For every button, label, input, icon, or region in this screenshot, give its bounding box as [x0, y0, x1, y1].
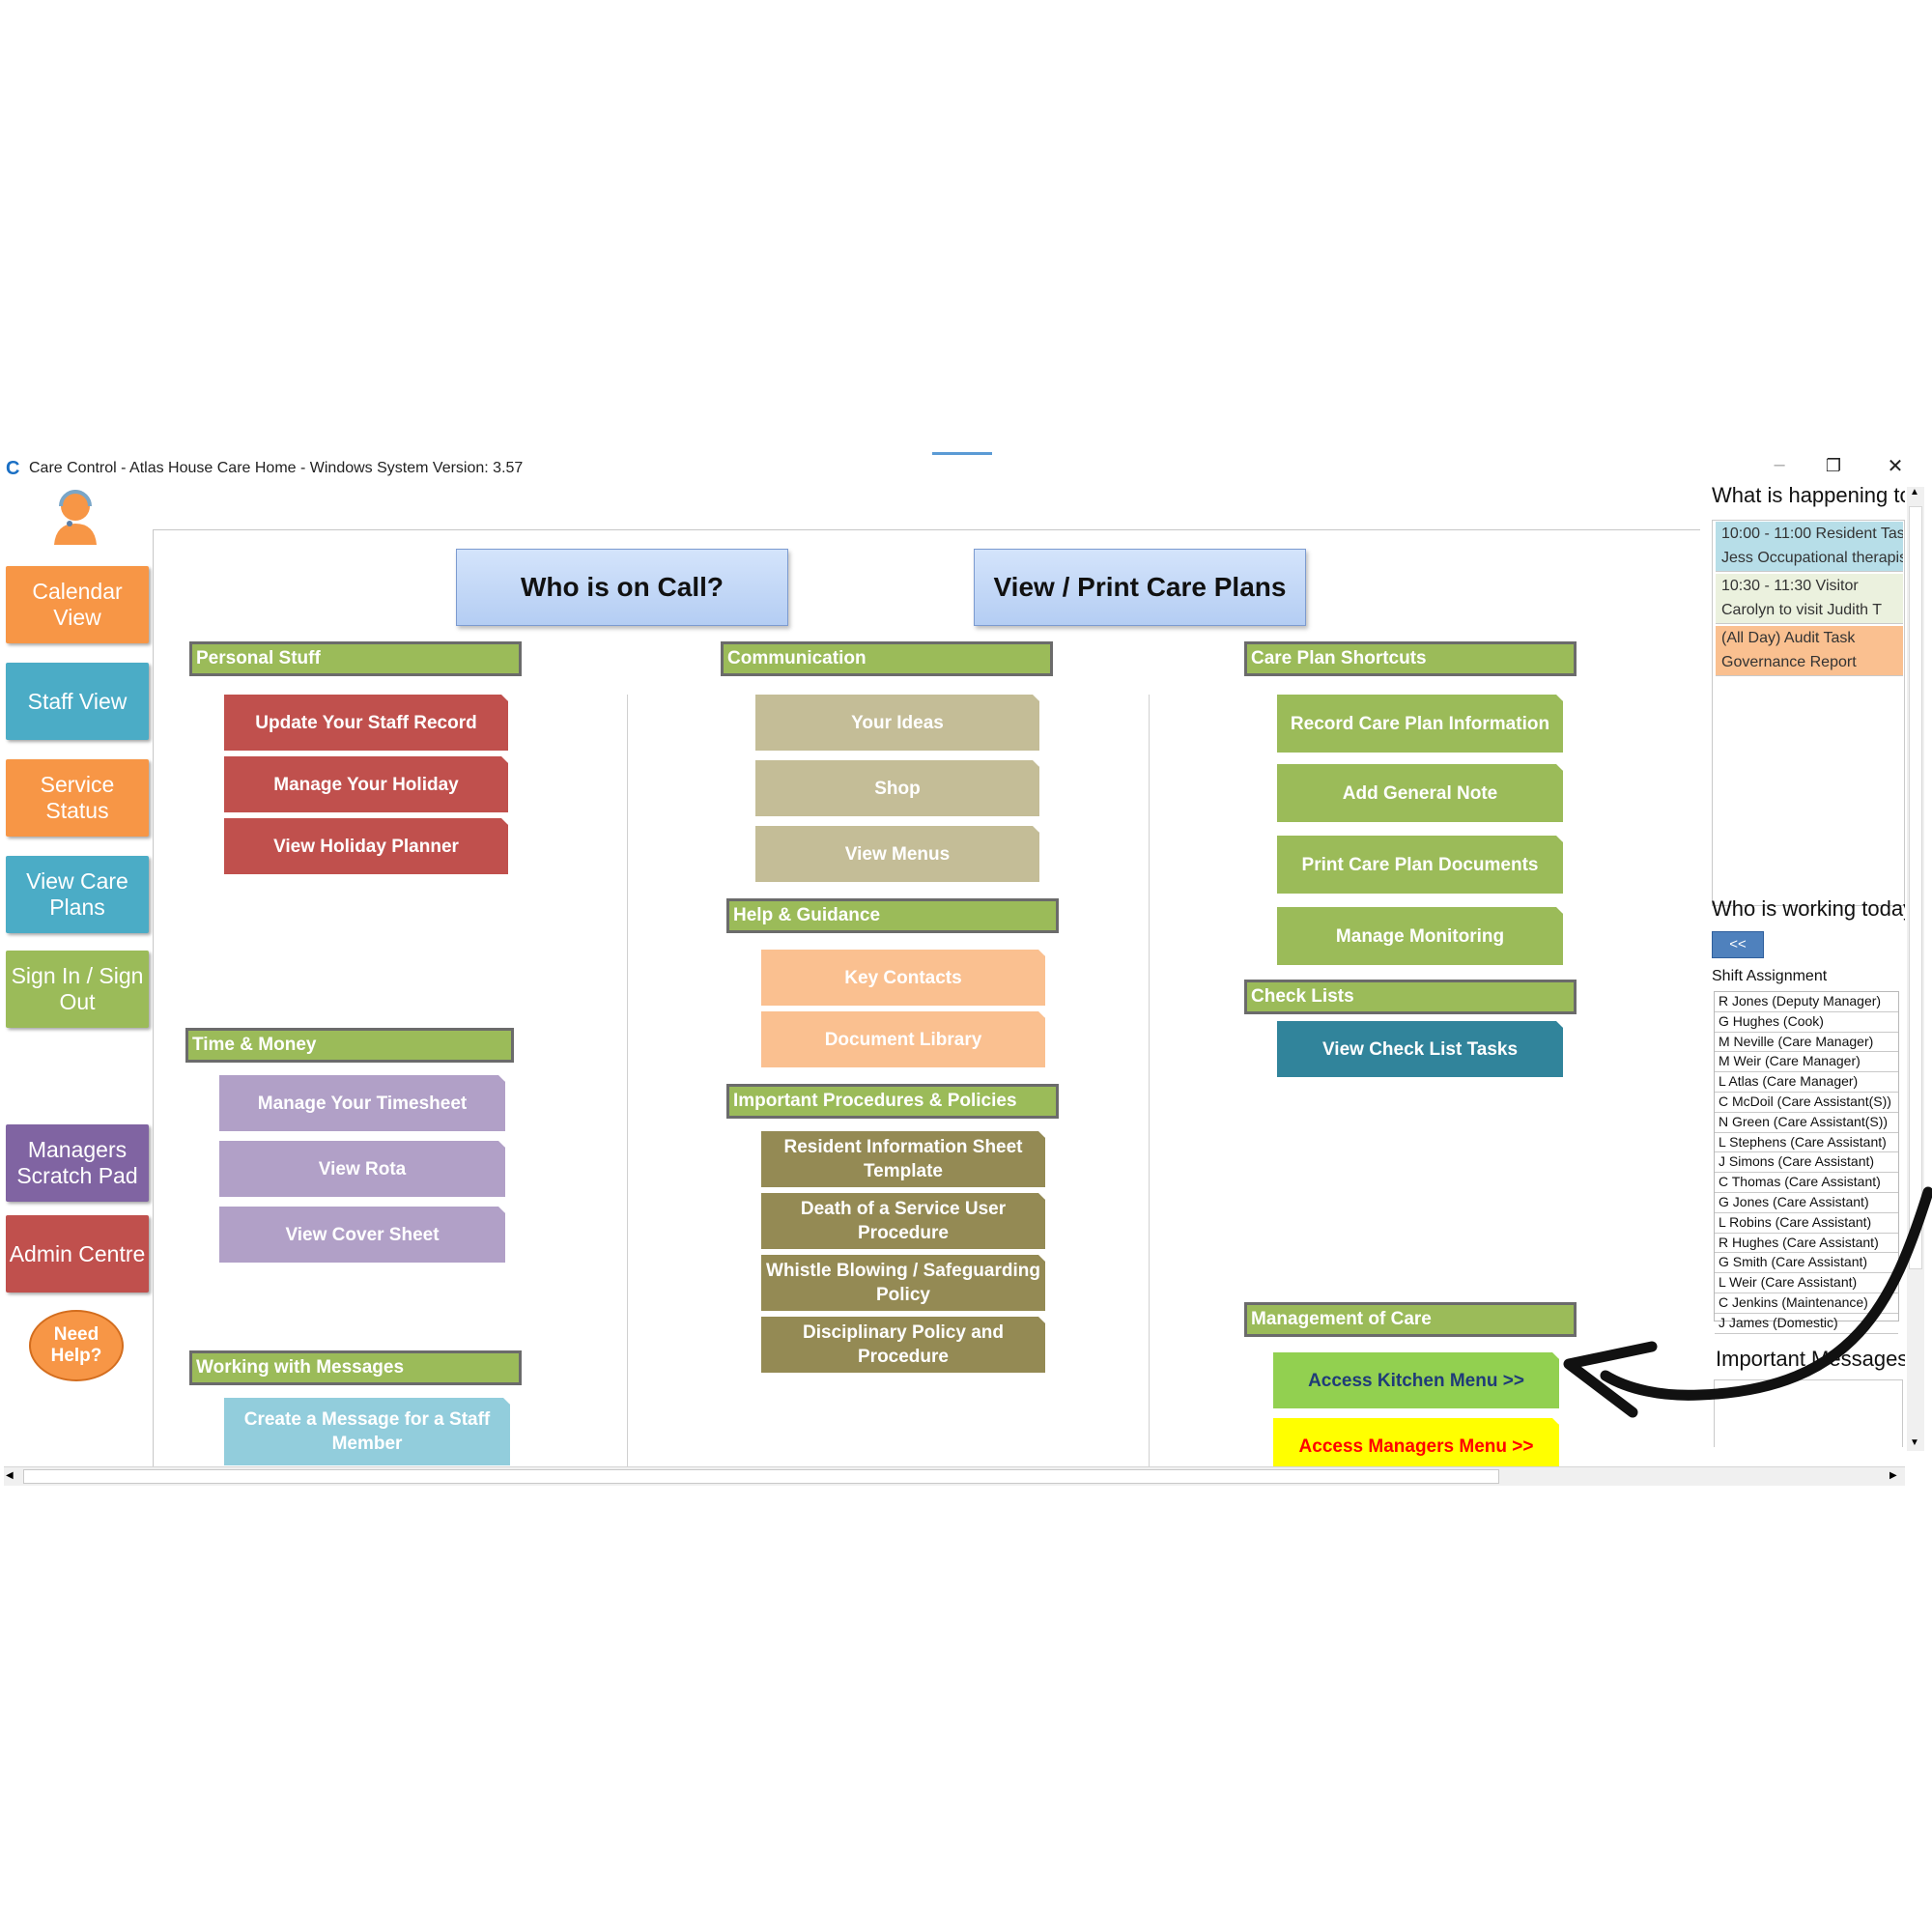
event-line: 10:30 - 11:30 Visitor — [1721, 578, 1859, 594]
staff-row[interactable]: L Atlas (Care Manager) — [1715, 1072, 1898, 1093]
tile-manage-monitoring-button[interactable]: Manage Monitoring — [1277, 907, 1563, 965]
tile-death-of-a-service-user-procedure-button[interactable]: Death of a Service User Procedure — [761, 1193, 1045, 1249]
tile-update-your-staff-record-button[interactable]: Update Your Staff Record — [224, 695, 508, 751]
tile-manage-your-timesheet-button[interactable]: Manage Your Timesheet — [219, 1075, 505, 1131]
scroll-up-icon[interactable]: ▲ — [1910, 487, 1919, 497]
scroll-right-icon[interactable]: ▶ — [1889, 1470, 1897, 1481]
tile-your-ideas-button[interactable]: Your Ideas — [755, 695, 1039, 751]
event-line: 10:00 - 11:00 Resident Task — [1721, 526, 1903, 542]
nav-staff-view-button[interactable]: Staff View — [6, 663, 149, 740]
horizontal-scroll-thumb[interactable] — [23, 1469, 1499, 1484]
nav-sign-in-sign-out-button[interactable]: Sign In / Sign Out — [6, 951, 149, 1028]
title-accent — [932, 452, 992, 455]
staff-row[interactable]: L Stephens (Care Assistant) — [1715, 1133, 1898, 1153]
tile-access-kitchen-menu-button[interactable]: Access Kitchen Menu >> — [1273, 1352, 1559, 1408]
section-header-personal-stuff: Personal Stuff — [189, 641, 522, 676]
main-panel — [153, 529, 1700, 1467]
close-icon[interactable]: ✕ — [1887, 456, 1904, 477]
staff-row[interactable]: C Jenkins (Maintenance) — [1715, 1293, 1898, 1314]
section-header-check-lists: Check Lists — [1244, 980, 1577, 1014]
staff-row[interactable]: R Jones (Deputy Manager) — [1715, 992, 1898, 1012]
staff-list[interactable]: R Jones (Deputy Manager)G Hughes (Cook)M… — [1714, 991, 1899, 1334]
section-header-time-money: Time & Money — [185, 1028, 514, 1063]
staff-row[interactable]: G Hughes (Cook) — [1715, 1012, 1898, 1033]
app-logo-icon: C — [6, 458, 20, 479]
vertical-scrollbar[interactable]: ▲ ▼ — [1907, 487, 1924, 1451]
scroll-down-icon[interactable]: ▼ — [1910, 1437, 1919, 1448]
section-header-important-procedures-policies: Important Procedures & Policies — [726, 1084, 1059, 1119]
event-line: (All Day) Audit Task — [1721, 630, 1856, 646]
horizontal-scrollbar[interactable]: ◀ ▶ — [4, 1466, 1905, 1486]
events-list[interactable] — [1712, 520, 1905, 906]
view-print-care-plans-button[interactable]: View / Print Care Plans — [974, 549, 1306, 626]
shift-assignment-label: Shift Assignment — [1712, 968, 1828, 984]
happening-title: What is happening to — [1712, 483, 1905, 507]
column-divider — [1149, 695, 1150, 1467]
staff-row[interactable]: J Simons (Care Assistant) — [1715, 1152, 1898, 1174]
section-header-help-guidance: Help & Guidance — [726, 898, 1059, 933]
staff-row[interactable]: M Weir (Care Manager) — [1715, 1052, 1898, 1073]
scroll-thumb[interactable] — [1909, 506, 1922, 1269]
messages-box[interactable] — [1714, 1379, 1903, 1447]
tile-add-general-note-button[interactable]: Add General Note — [1277, 764, 1563, 822]
tile-view-holiday-planner-button[interactable]: View Holiday Planner — [224, 818, 508, 874]
staff-row[interactable]: G Smith (Care Assistant) — [1715, 1253, 1898, 1274]
callout-arrow-icon — [1563, 1186, 1932, 1418]
tile-shop-button[interactable]: Shop — [755, 760, 1039, 816]
tile-document-library-button[interactable]: Document Library — [761, 1011, 1045, 1067]
staff-row[interactable]: G Jones (Care Assistant) — [1715, 1193, 1898, 1213]
tile-view-rota-button[interactable]: View Rota — [219, 1141, 505, 1197]
column-divider — [627, 695, 628, 1467]
section-header-care-plan-shortcuts: Care Plan Shortcuts — [1244, 641, 1577, 676]
back-button[interactable]: << — [1712, 931, 1764, 958]
tile-disciplinary-policy-and-procedure-button[interactable]: Disciplinary Policy and Procedure — [761, 1317, 1045, 1373]
staff-row[interactable]: M Neville (Care Manager) — [1715, 1033, 1898, 1053]
staff-row[interactable]: L Weir (Care Assistant) — [1715, 1273, 1898, 1293]
working-title: Who is working today — [1712, 896, 1905, 921]
tile-access-managers-menu-button[interactable]: Access Managers Menu >> — [1273, 1418, 1559, 1474]
staff-row[interactable]: N Green (Care Assistant(S)) — [1715, 1113, 1898, 1133]
tile-print-care-plan-documents-button[interactable]: Print Care Plan Documents — [1277, 836, 1563, 894]
nav-service-status-button[interactable]: Service Status — [6, 759, 149, 837]
app-window: C Care Control - Atlas House Care Home -… — [0, 452, 1932, 1486]
tile-record-care-plan-information-button[interactable]: Record Care Plan Information — [1277, 695, 1563, 753]
event-line: Carolyn to visit Judith T — [1721, 602, 1882, 618]
staff-row[interactable]: L Robins (Care Assistant) — [1715, 1213, 1898, 1234]
nav-managers-scratch-pad-button[interactable]: Managers Scratch Pad — [6, 1124, 149, 1202]
tile-view-check-list-tasks-button[interactable]: View Check List Tasks — [1277, 1021, 1563, 1077]
nav-view-care-plans-button[interactable]: View Care Plans — [6, 856, 149, 933]
event-line: Jess Occupational therapist — [1721, 550, 1903, 566]
tile-key-contacts-button[interactable]: Key Contacts — [761, 950, 1045, 1006]
need-help-button[interactable]: Need Help? — [29, 1310, 124, 1381]
section-header-management-of-care: Management of Care — [1244, 1302, 1577, 1337]
nav-admin-centre-button[interactable]: Admin Centre — [6, 1215, 149, 1293]
tile-create-a-message-for-a-staff-member-button[interactable]: Create a Message for a Staff Member — [224, 1398, 510, 1465]
who-is-on-call-button[interactable]: Who is on Call? — [456, 549, 788, 626]
restore-icon[interactable]: ❐ — [1825, 456, 1842, 475]
staff-row[interactable]: J James (Domestic) — [1715, 1314, 1898, 1334]
tile-resident-information-sheet-template-button[interactable]: Resident Information Sheet Template — [761, 1131, 1045, 1187]
nav-calendar-view-button[interactable]: Calendar View — [6, 566, 149, 643]
tile-view-menus-button[interactable]: View Menus — [755, 826, 1039, 882]
tile-view-cover-sheet-button[interactable]: View Cover Sheet — [219, 1207, 505, 1263]
window-title: Care Control - Atlas House Care Home - W… — [29, 460, 524, 476]
tile-manage-your-holiday-button[interactable]: Manage Your Holiday — [224, 756, 508, 812]
staff-row[interactable]: C Thomas (Care Assistant) — [1715, 1173, 1898, 1193]
minimize-icon[interactable]: – — [1774, 454, 1785, 475]
section-header-working-with-messages: Working with Messages — [189, 1350, 522, 1385]
staff-row[interactable]: R Hughes (Care Assistant) — [1715, 1234, 1898, 1254]
user-avatar-icon[interactable] — [50, 487, 100, 547]
tile-whistle-blowing-safeguarding-policy-button[interactable]: Whistle Blowing / Safeguarding Policy — [761, 1255, 1045, 1311]
section-header-communication: Communication — [721, 641, 1053, 676]
event-line: Governance Report — [1721, 654, 1857, 670]
staff-row[interactable]: C McDoil (Care Assistant(S)) — [1715, 1093, 1898, 1113]
scroll-left-icon[interactable]: ◀ — [6, 1470, 14, 1481]
